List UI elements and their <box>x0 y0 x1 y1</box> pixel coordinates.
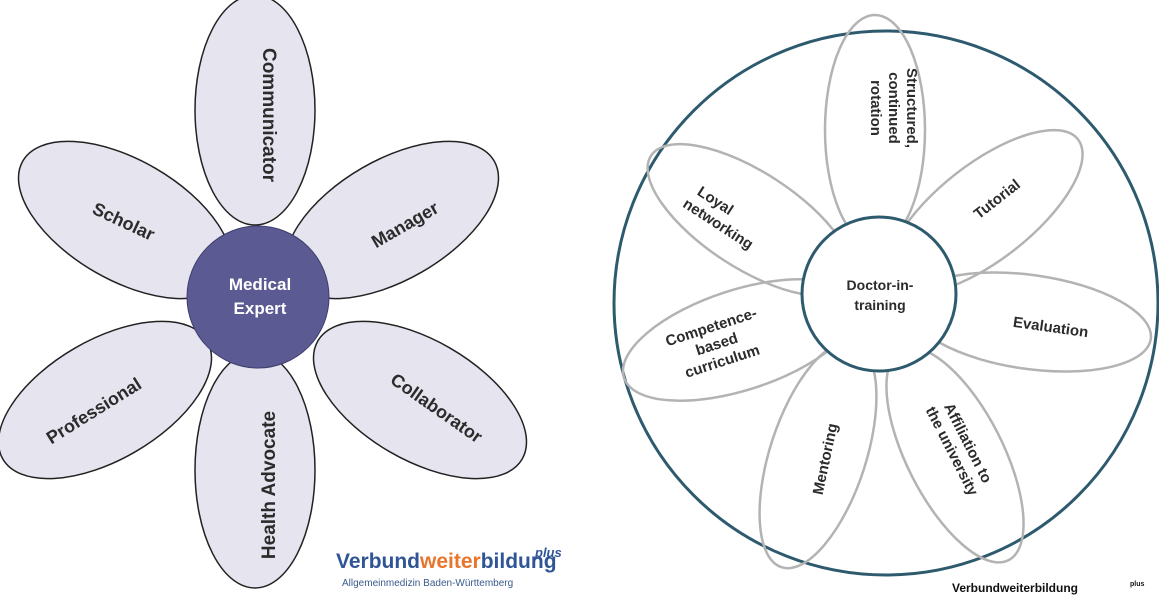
logo-verbundweiterbildung-right: Verbundweiterbildung plus <box>952 581 1144 595</box>
center2-label-line1: Doctor-in- <box>847 277 914 293</box>
logo-verbundweiterbildung-left: Verbundweiterbildung plus Allgemeinmediz… <box>336 545 562 589</box>
petal-label-communicator: Communicator <box>258 48 279 183</box>
center2-label-line2: training <box>854 297 905 313</box>
logo-right-plus: plus <box>1130 581 1144 588</box>
svg-text:continued: continued <box>885 72 902 144</box>
petal-collaborator <box>312 320 528 480</box>
petal-label-health-advocate: Health Advocate <box>259 411 280 559</box>
svg-text:rotation: rotation <box>867 80 884 136</box>
label-structured-rotation: Structured, continued rotation <box>867 68 920 148</box>
logo-right-text: Verbundweiterbildung <box>952 581 1078 595</box>
petal-communicator <box>194 0 316 226</box>
petal-health-advocate <box>194 351 316 589</box>
logo-wordmark: Verbundweiterbildung <box>336 550 557 573</box>
svg-text:Structured,: Structured, <box>903 68 920 148</box>
logo-part-verbund: Verbund <box>336 550 420 573</box>
left-flower: Communicator Manager Collaborator Health… <box>0 0 528 589</box>
logo-part-weiter: weiter <box>419 550 481 573</box>
center-circle-medical-expert <box>186 225 330 369</box>
right-flower: Doctor-in- training Structured, continue… <box>612 13 1159 577</box>
center-circle-doctor-in-training <box>800 215 958 373</box>
center-label-line2: Expert <box>234 299 287 318</box>
center-label-line1: Medical <box>229 275 291 294</box>
logo-part-bildung: bildung <box>481 550 557 573</box>
logo-plus: plus <box>534 545 562 560</box>
logo-subtitle: Allgemeinmedizin Baden-Württemberg <box>342 578 513 589</box>
